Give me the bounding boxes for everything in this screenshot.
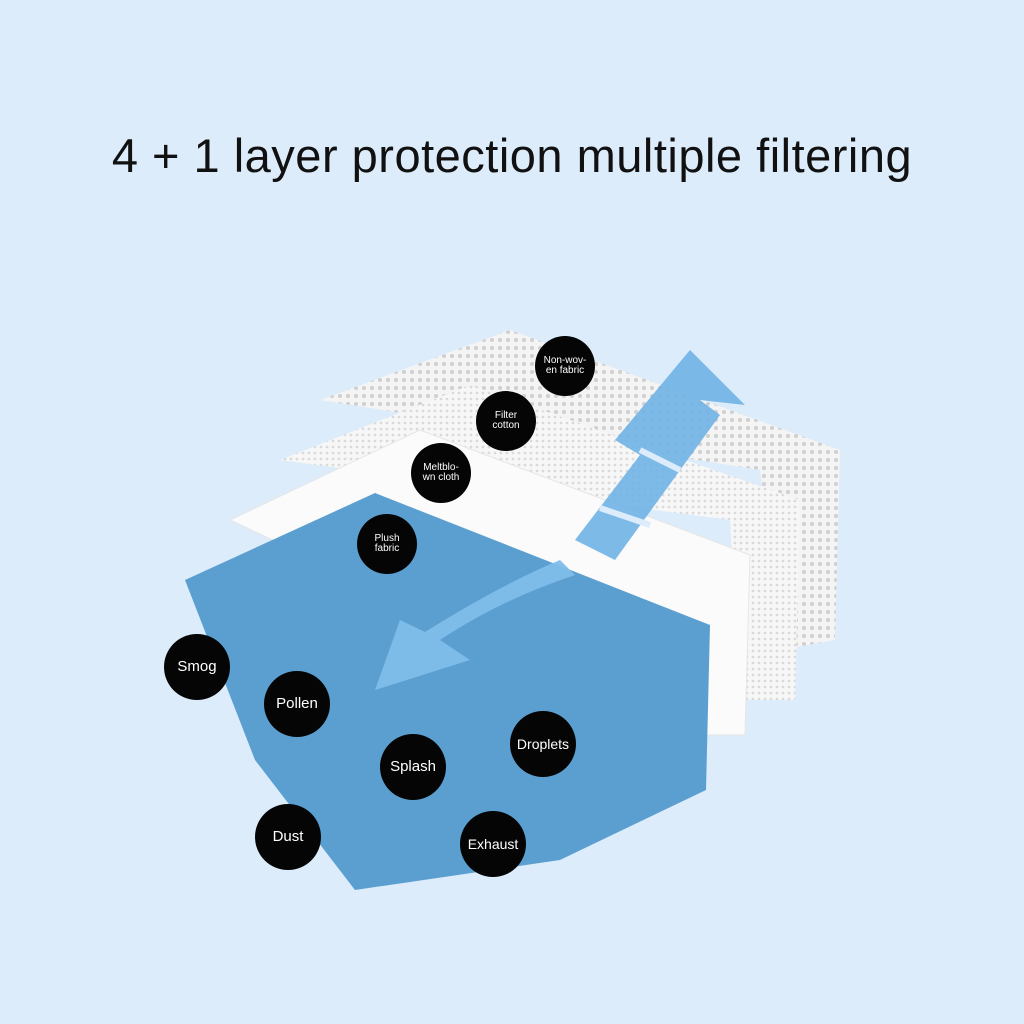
particle-exhaust: Exhaust: [460, 811, 526, 877]
page-title: 4 + 1 layer protection multiple filterin…: [111, 129, 913, 182]
arrow-up-icon: [575, 350, 745, 560]
layer-plush-mask: [185, 493, 710, 890]
layer-label-non-woven: Non-wov-en fabric: [535, 336, 595, 396]
particle-droplets: Droplets: [510, 711, 576, 777]
particle-splash: Splash: [380, 734, 446, 800]
particle-pollen: Pollen: [264, 671, 330, 737]
layer-label-meltblown: Meltblo-wn cloth: [411, 443, 471, 503]
arrow-down-icon: [375, 560, 575, 690]
particle-smog: Smog: [164, 634, 230, 700]
particle-dust: Dust: [255, 804, 321, 870]
